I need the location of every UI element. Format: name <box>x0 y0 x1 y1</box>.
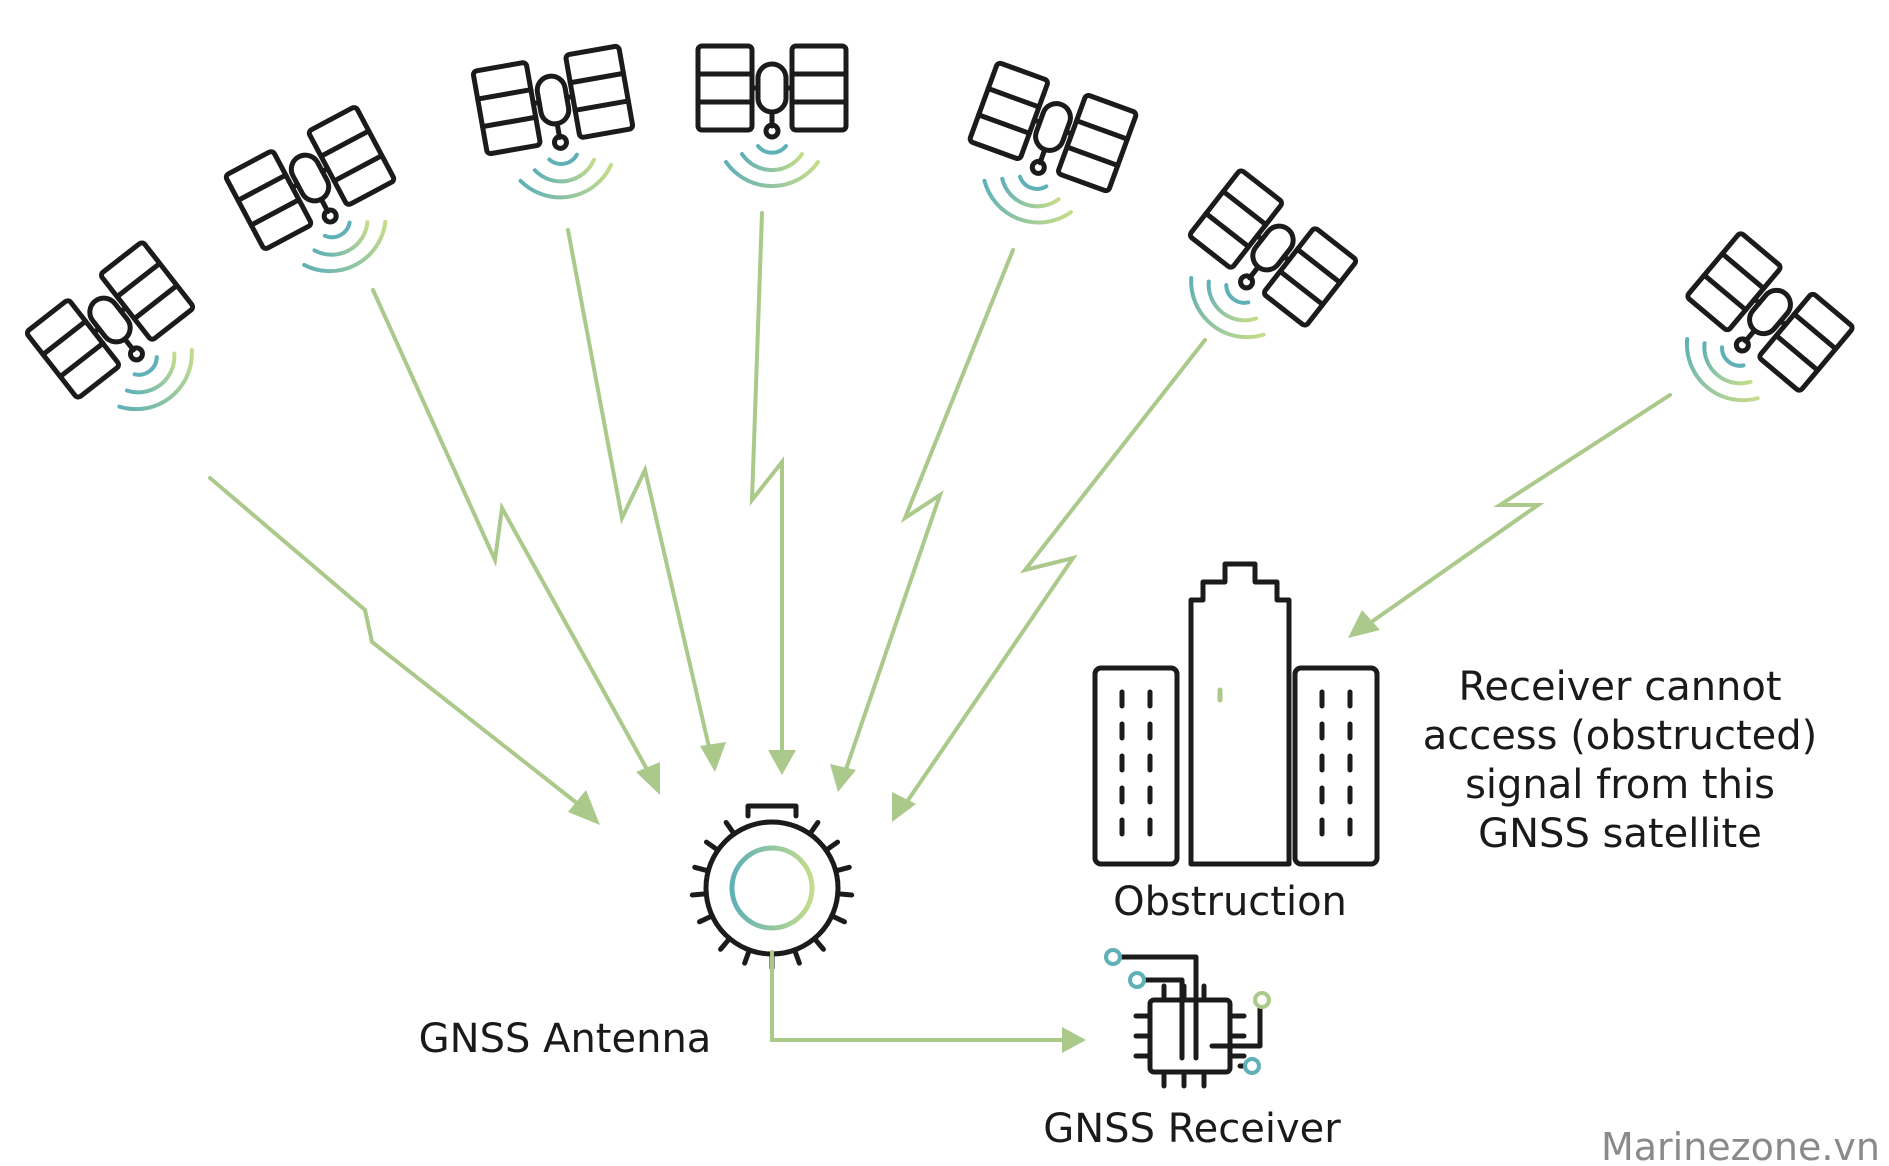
signal-path-6 <box>892 338 1207 822</box>
signal-path-5 <box>830 248 1015 792</box>
antenna-label: GNSS Antenna <box>419 1016 712 1062</box>
blocked-note-line-3: signal from this <box>1465 762 1775 808</box>
satellite-icon-5 <box>950 62 1137 244</box>
satellite-icon-7 <box>1650 232 1853 434</box>
signal-path-7-blocked <box>1348 393 1672 638</box>
watermark: Marinezone.vn <box>1601 1125 1880 1166</box>
satellite-icon-2 <box>225 106 421 299</box>
signal-path-2 <box>371 288 660 795</box>
receiver-icon <box>1104 948 1271 1089</box>
antenna-to-receiver-link <box>770 950 1086 1053</box>
satellite-icon-3 <box>473 46 643 210</box>
blocked-note-line-1: Receiver cannot <box>1458 664 1781 710</box>
obstruction-buildings-icon <box>1092 561 1380 867</box>
blocked-signal-note: Receiver cannot access (obstructed) sign… <box>1423 664 1818 857</box>
blocked-note-line-4: GNSS satellite <box>1478 811 1762 857</box>
satellite-icon-4 <box>698 46 846 186</box>
antenna-icon <box>689 803 855 971</box>
signal-path-3 <box>566 228 726 772</box>
satellite-icon-6 <box>1154 169 1357 370</box>
satellite-icon-1 <box>26 241 229 442</box>
signal-path-1 <box>208 476 600 825</box>
receiver-label: GNSS Receiver <box>1043 1106 1341 1152</box>
blocked-note-line-2: access (obstructed) <box>1423 713 1818 759</box>
obstruction-label: Obstruction <box>1113 879 1347 925</box>
signal-path-4 <box>749 211 796 775</box>
